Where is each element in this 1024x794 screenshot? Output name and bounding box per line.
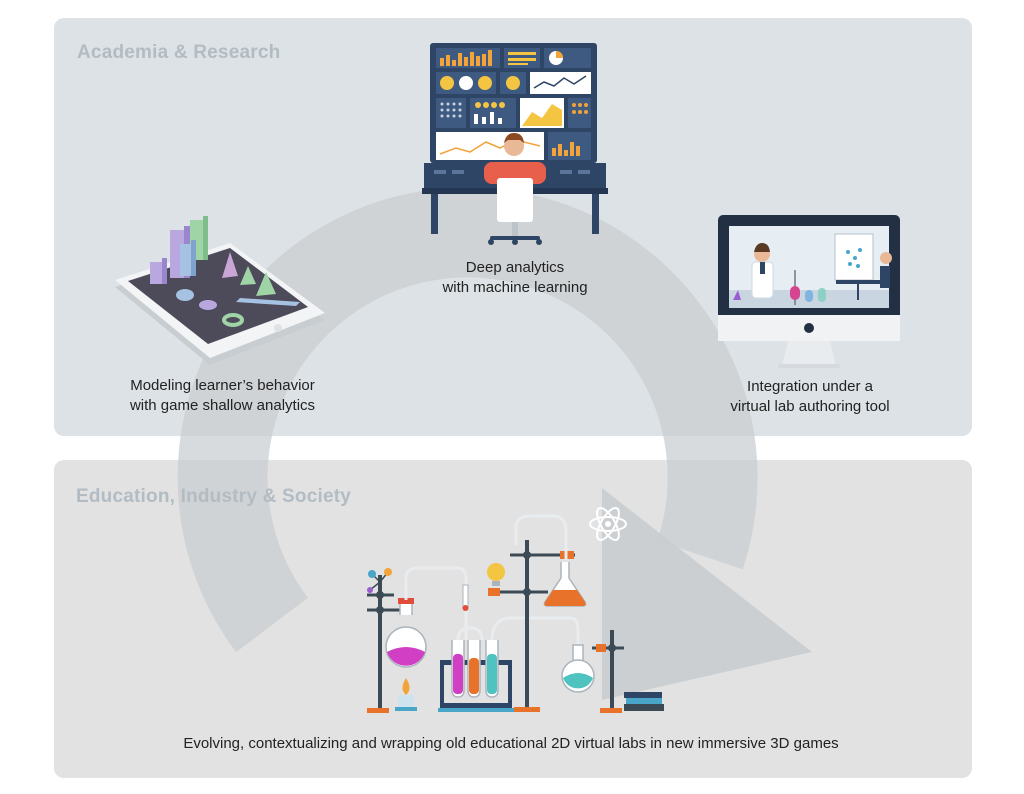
caption-line: with game shallow analytics xyxy=(129,397,316,414)
section-title-education-industry-society: Education, Industry & Society xyxy=(76,486,352,507)
caption-deep-analytics: Deep analytics with machine learning xyxy=(400,258,630,298)
caption-line: virtual lab authoring tool xyxy=(730,398,890,415)
caption-line: Integration under a xyxy=(747,378,873,395)
tablet-3d-chart-icon xyxy=(115,216,325,365)
monitor-virtual-lab-icon xyxy=(718,215,900,368)
caption-line: Modeling learner’s behavior xyxy=(130,377,315,394)
caption-evolving-virtual-labs: Evolving, contextualizing and wrapping o… xyxy=(183,735,839,752)
caption-line: Deep analytics xyxy=(465,259,565,276)
caption-modeling-learner-behavior: Modeling learner’s behavior with game sh… xyxy=(100,376,345,416)
caption-integration-authoring-tool: Integration under a virtual lab authorin… xyxy=(700,377,920,417)
cycle-arrow xyxy=(177,187,812,700)
analytics-console-icon xyxy=(422,43,608,245)
caption-line: with machine learning xyxy=(442,279,588,296)
lab-equipment-icon xyxy=(367,507,664,713)
section-title-academia-research: Academia & Research xyxy=(77,42,281,63)
